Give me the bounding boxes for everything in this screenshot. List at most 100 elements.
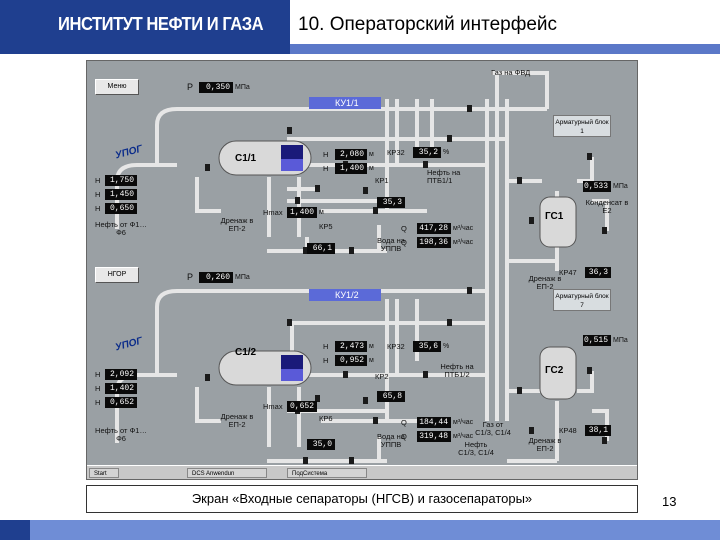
bottom-kr6-label: КР6 — [319, 414, 333, 423]
top-q1-value: 417,28 — [417, 223, 451, 234]
top-kr32-unit: % — [443, 149, 450, 156]
top-drain-value: 66,1 — [307, 243, 335, 254]
bottom-kr2-label: КР2 — [375, 372, 389, 381]
taskbar-item-dcs[interactable]: DCS Anwendun — [187, 468, 267, 478]
kr47-label: КР47 — [559, 268, 577, 277]
bottom-q2-unit: м³/час — [453, 433, 474, 440]
bottom-h2-value: 0,952 — [335, 355, 367, 366]
bottom-q2-label: Q — [401, 432, 407, 441]
bottom-kr32-unit: % — [443, 343, 450, 350]
gas-out-label: Газ на ФВД — [491, 68, 531, 77]
bottom-water-out-label: Вода на УППВ — [377, 432, 405, 449]
pipeline-diagram — [115, 71, 609, 464]
top-drain-label: Дренаж в ЕП-2 — [220, 216, 254, 233]
top-hmax-label: Hmax — [263, 208, 283, 217]
bottom-hmax-value: 0,652 — [287, 401, 317, 412]
top-left-h3-label: H — [95, 204, 101, 213]
vessel-c1-2-label: С1/2 — [235, 347, 257, 358]
bottom-left-h2-label: H — [95, 384, 101, 393]
gas-separator-2 — [539, 346, 577, 400]
top-left-h1-value: 1,750 — [105, 175, 137, 186]
header-institute-banner: ИНСТИТУТ НЕФТИ И ГАЗА — [0, 0, 290, 54]
gas-from-label: Газ от С1/3, С1/4 — [475, 420, 511, 437]
top-h2-value: 1,400 — [335, 163, 367, 174]
top-kr1-label: КР1 — [375, 176, 389, 185]
gs2-p-value: 0,515 — [583, 335, 611, 346]
kr48-label: КР48 — [559, 426, 577, 435]
top-left-h2-label: H — [95, 190, 101, 199]
bottom-kr32-value: 35,6 — [413, 341, 441, 352]
top-q2-unit: м³/час — [453, 239, 474, 246]
gs2-label: ГС2 — [545, 365, 564, 376]
ngor-button[interactable]: НГОР — [95, 267, 139, 283]
institute-name: ИНСТИТУТ НЕФТИ И ГАЗА — [58, 14, 264, 34]
top-q2-value: 198,36 — [417, 237, 451, 248]
top-q2-label: Q — [401, 238, 407, 247]
top-oil-out-label: Нефть на ПТБ1/1 — [427, 168, 461, 185]
top-h1-label: H — [323, 150, 329, 159]
bottom-oil-in-label: Нефть от Ф1…Ф6 — [95, 426, 147, 443]
bottom-h1-value: 2,473 — [335, 341, 367, 352]
bottom-left-h2-value: 1,402 — [105, 383, 137, 394]
top-hmax-value: 1,400 — [287, 207, 317, 218]
condensate-label: Конденсат в Е2 — [585, 198, 629, 215]
bottom-p-unit: МПа — [235, 274, 250, 281]
bottom-p-label: P — [187, 272, 194, 282]
vessel-c1-1-label: С1/1 — [235, 153, 257, 164]
bottom-left-h1-value: 2,092 — [105, 369, 137, 380]
top-kr32-value: 35,2 — [413, 147, 441, 158]
top-left-h1-label: H — [95, 176, 101, 185]
taskbar-item-subsystem[interactable]: ПодСистема — [287, 468, 367, 478]
bottom-left-h3-value: 0,652 — [105, 397, 137, 408]
bottom-left-h1-label: H — [95, 370, 101, 379]
vessel-c1-2 — [218, 350, 312, 386]
top-oil-in-label: Нефть от Ф1…Ф6 — [95, 220, 147, 237]
top-h1-unit: м — [369, 151, 374, 158]
slide-title: 10. Операторский интерфейс — [298, 14, 558, 35]
start-button[interactable]: Start — [89, 468, 119, 478]
top-q1-unit: м³/час — [453, 225, 474, 232]
bottom-p-value: 0,260 — [199, 272, 233, 283]
top-left-h2-value: 1,450 — [105, 189, 137, 200]
windows-taskbar: Start DCS Anwendun ПодСистема — [87, 465, 637, 479]
top-q1-label: Q — [401, 224, 407, 233]
bottom-q1-label: Q — [401, 418, 407, 427]
kr48-value: 38,1 — [585, 425, 611, 436]
bottom-h2-label: H — [323, 356, 329, 365]
top-kr1-value: 35,3 — [377, 197, 405, 208]
bottom-oil-out-label: Нефть на ПТБ1/2 — [440, 362, 474, 379]
top-water-out-label: Вода на УППВ — [377, 236, 405, 253]
gas-separator-1 — [539, 196, 577, 248]
bottom-kr2-value: 65,8 — [377, 391, 405, 402]
operator-screen: Меню P 0,350 МПа Газ на ФВД КУ1/1 Армату… — [86, 60, 638, 480]
ku1-2-label: КУ1/2 — [309, 289, 381, 301]
top-h2-unit: м — [369, 165, 374, 172]
page-number: 13 — [662, 494, 677, 509]
gs1-p-value: 0,533 — [583, 181, 611, 192]
top-p-value: 0,350 — [199, 82, 233, 93]
bottom-h1-unit: м — [369, 343, 374, 350]
menu-button[interactable]: Меню — [95, 79, 139, 95]
valves — [205, 105, 607, 464]
arm-block-1: Арматурный блок 1 — [553, 115, 611, 137]
top-drain2-label: Дренаж в ЕП-2 — [528, 274, 562, 291]
top-kr32-label: КР32 — [387, 148, 405, 157]
bottom-q2-value: 319,48 — [417, 431, 451, 442]
top-h2-label: H — [323, 164, 329, 173]
top-p-unit: МПа — [235, 84, 250, 91]
oil-from-label: Нефть С1/3, С1/4 — [458, 440, 494, 457]
bottom-h1-label: H — [323, 342, 329, 351]
pipes — [115, 71, 609, 463]
bottom-kr32-label: КР32 — [387, 342, 405, 351]
bottom-drain-value: 35,0 — [307, 439, 335, 450]
slide-caption: Экран «Входные сепараторы (НГСВ) и газос… — [86, 485, 638, 513]
gs1-label: ГС1 — [545, 211, 564, 222]
vessel-c1-1 — [218, 140, 312, 176]
bottom-left-h3-label: H — [95, 398, 101, 407]
bottom-drain2-label: Дренаж в ЕП-2 — [528, 436, 562, 453]
top-h1-value: 2,080 — [335, 149, 367, 160]
top-left-h3-value: 0,650 — [105, 203, 137, 214]
header-accent-bar — [290, 44, 720, 54]
top-p-label: P — [187, 82, 194, 92]
top-hmax-unit: м — [319, 209, 324, 216]
